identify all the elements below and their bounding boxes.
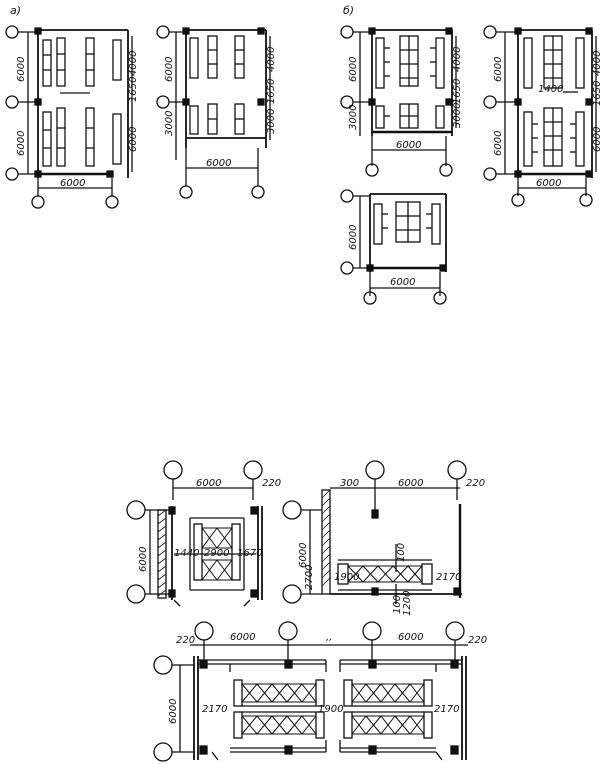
dim-b1-left-3000: 3000 [348,105,359,130]
dim-a1-right-4000: 4000 [128,51,139,76]
dim-b2-right-4000: 4000 [592,51,603,76]
dim-c1-1670: 1670 [237,548,262,559]
plan-c1 [126,460,263,607]
dim-c2-300: 300 [340,478,359,489]
plan-a1 [5,25,133,209]
dim-a1-bottom: 6000 [60,178,85,189]
dim-c3-top-6000-right: 6000 [398,632,423,643]
dim-c2-220: 220 [466,478,485,489]
dim-c2-1200: 1200 [402,591,413,616]
dim-c1-1440: 1440 [174,548,199,559]
plan-c2 [282,460,467,604]
dim-c1-220: 220 [262,478,281,489]
plan-c3 [153,621,468,762]
dim-b1-right-3000: 3000 [452,103,463,128]
dim-a2-bottom: 6000 [206,158,231,169]
dim-c3-quote: ,, [326,632,332,643]
dim-a1-right-6000: 6000 [128,127,139,152]
dim-c3-top-6000-left: 6000 [230,632,255,643]
dim-b2-right-6000: 6000 [592,127,603,152]
dim-c1-top-6000: 6000 [196,478,221,489]
dim-a2-left-3000: 3000 [164,111,175,136]
dim-c1-left-6000: 6000 [138,547,149,572]
dim-b2-left-upper: 6000 [493,57,504,82]
plan-b-group [340,25,597,305]
label-a: а) [10,4,21,17]
dim-c2-100-bottom: 100 [392,595,403,614]
dim-b1-left-6000: 6000 [348,57,359,82]
label-b: б) [343,4,354,17]
dim-a2-right-3000: 3000 [266,109,277,134]
dim-b2-bottom: 6000 [536,178,561,189]
dim-c3-220-right: 220 [468,635,487,646]
dim-a2-right-1650: 1650 [266,79,277,104]
dim-c2-1900: 1900 [334,572,359,583]
dim-c2-2170: 2170 [436,572,461,583]
dim-a1-left-upper: 6000 [16,57,27,82]
dim-c3-2170-right: 2170 [434,704,459,715]
dim-c2-2700: 2700 [304,565,315,590]
dim-c2-100-top: 100 [396,543,407,562]
dim-b1-bottom: 6000 [396,140,421,151]
plan-b1 [340,25,457,177]
plan-b2 [483,25,597,207]
dim-b2-right-1650: 1650 [592,81,603,106]
dim-b1-right-4000: 4000 [452,47,463,72]
dim-a2-right-4000: 4000 [266,47,277,72]
plan-a-group [5,25,271,209]
dim-b1-right-1650: 1650 [452,79,463,104]
dim-c3-1900: 1900 [318,704,343,715]
dim-b2-1400: 1400 [538,84,563,95]
dim-c2-left-6000: 6000 [298,543,309,568]
dim-c3-2170-left: 2170 [202,704,227,715]
dim-a1-left-lower: 6000 [16,131,27,156]
dim-b2-left-lower: 6000 [493,131,504,156]
dim-b3-left-6000: 6000 [348,225,359,250]
dim-a2-left-6000: 6000 [164,57,175,82]
dim-c2-top-6000: 6000 [398,478,423,489]
dim-c1-2900: 2900 [204,548,229,559]
plan-a2 [156,25,271,199]
dim-c3-left-6000: 6000 [168,699,179,724]
dim-a1-right-1650: 1650 [128,77,139,102]
dim-b3-bottom: 6000 [390,277,415,288]
plan-b3 [340,189,447,305]
dim-c3-220-left: 220 [176,635,195,646]
